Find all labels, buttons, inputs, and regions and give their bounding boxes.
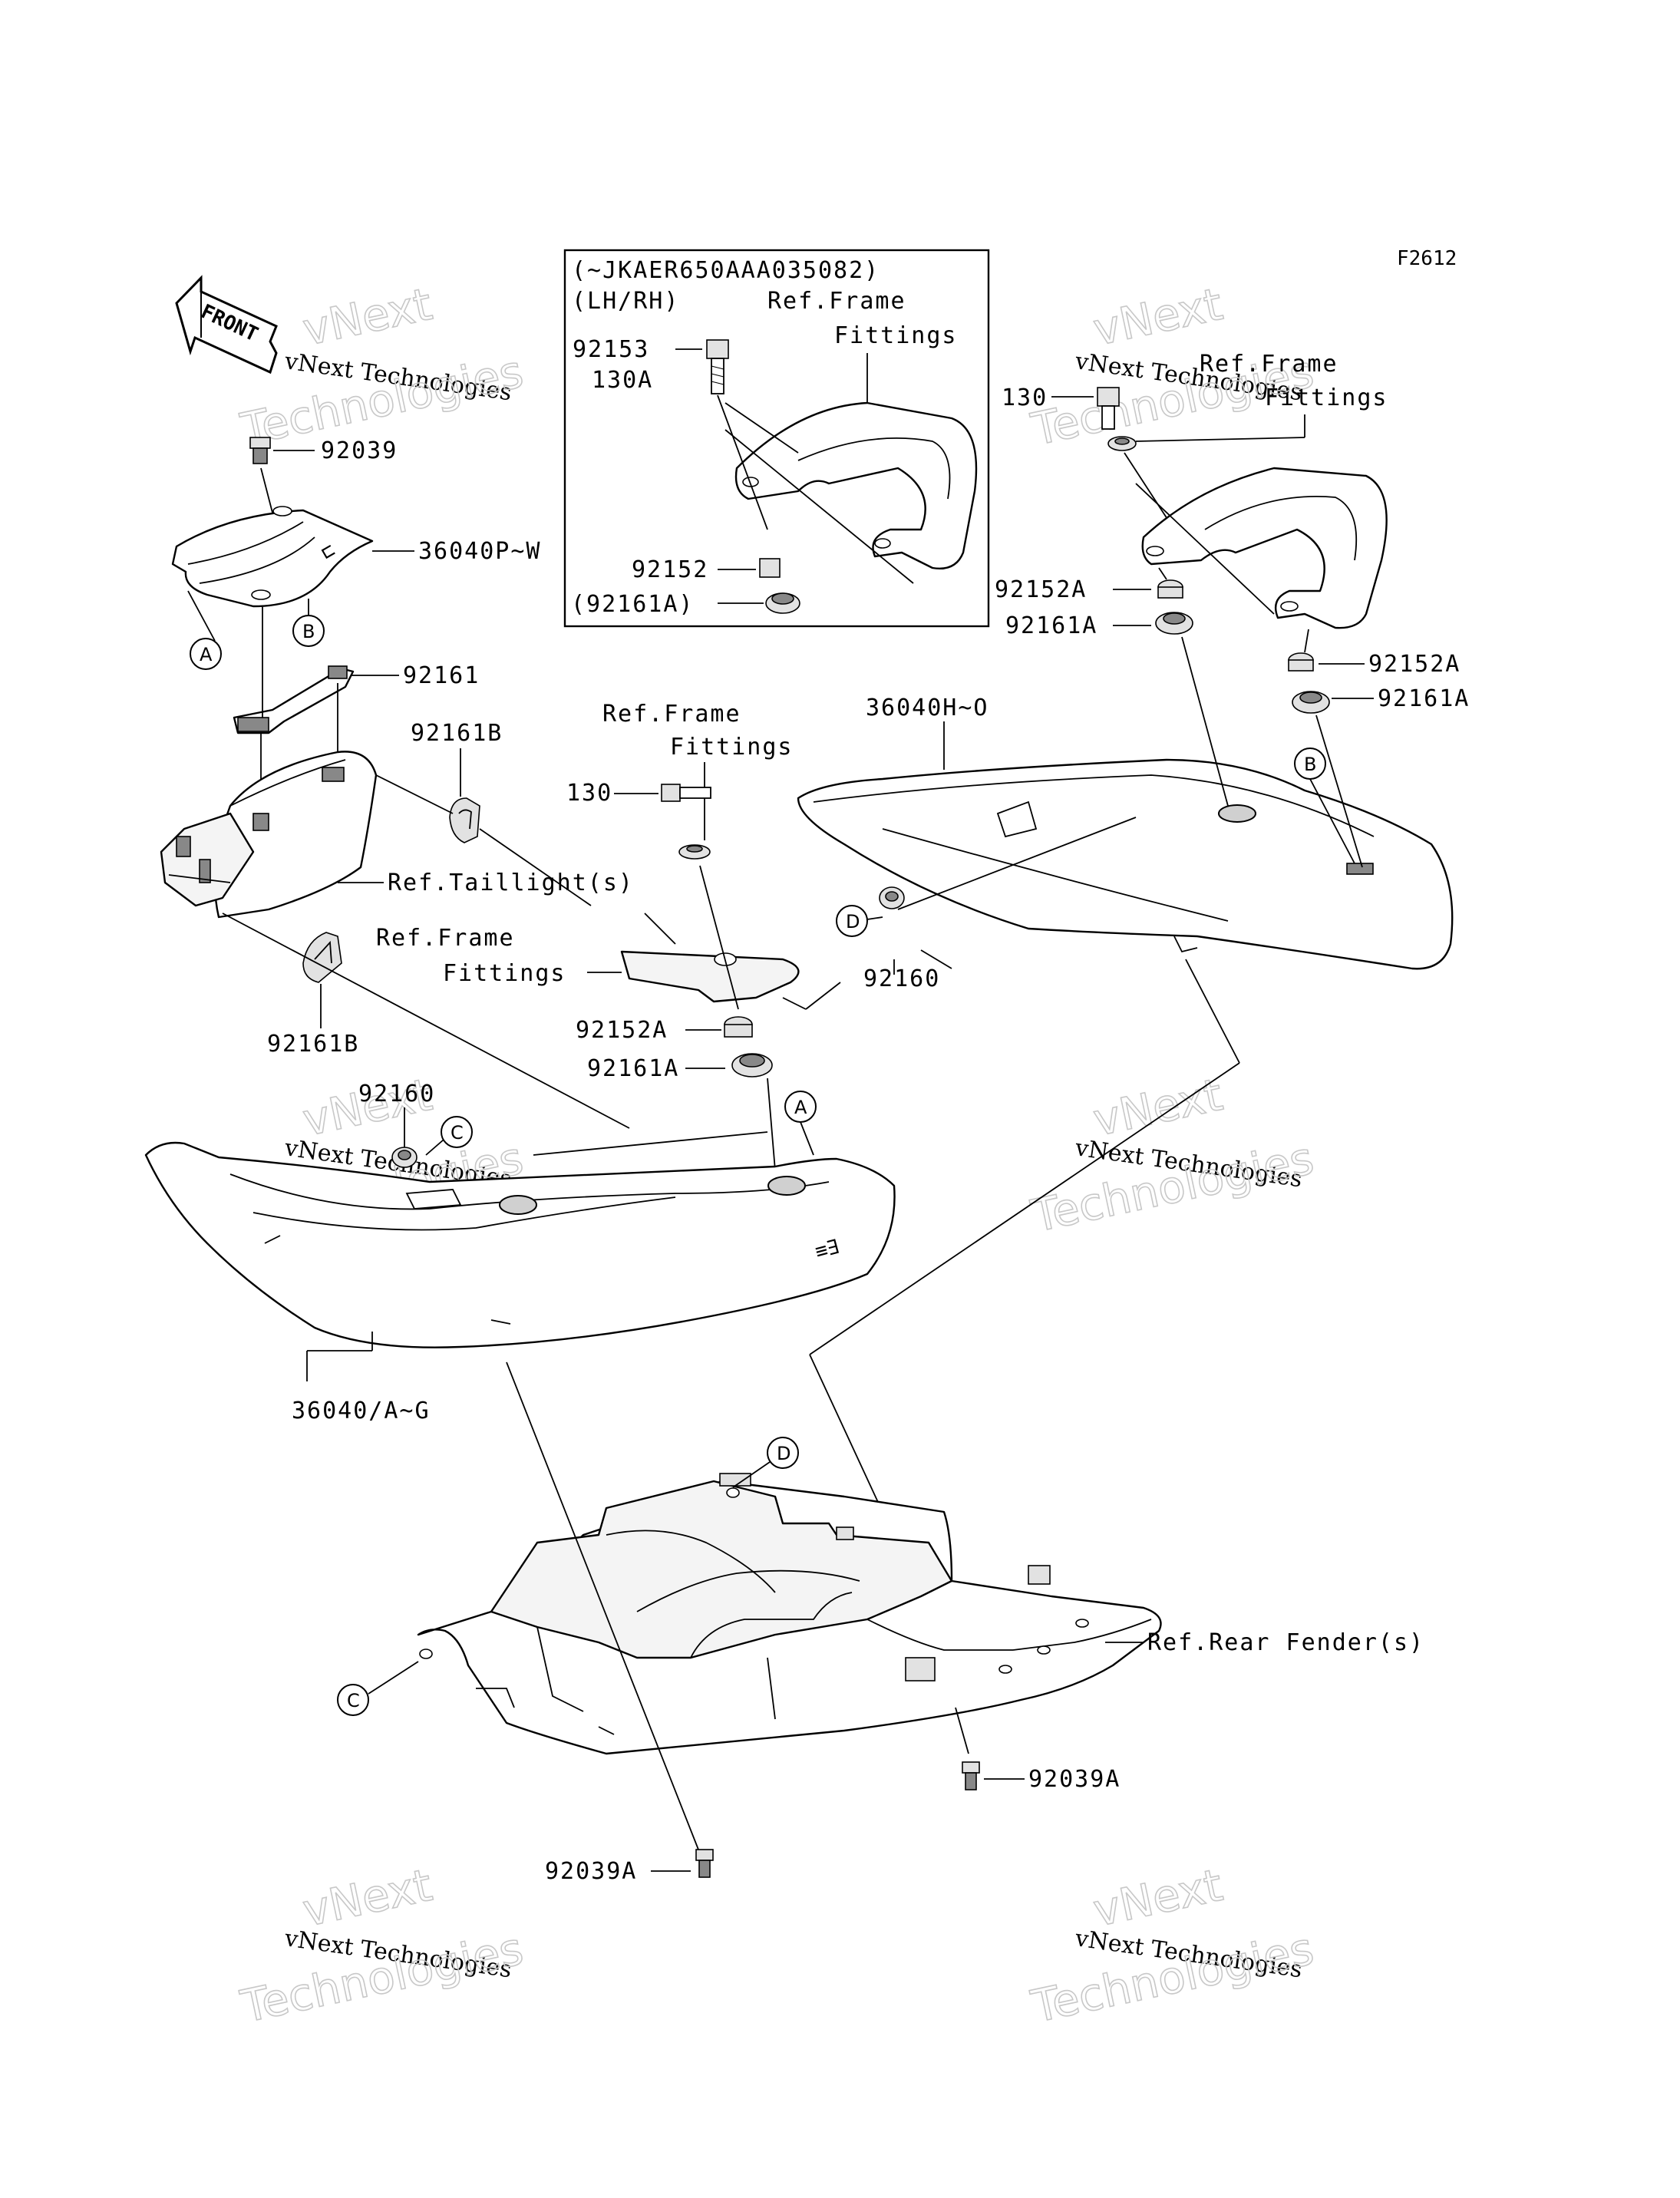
inset-bolt-icon <box>706 339 729 394</box>
svg-text:A: A <box>794 1097 807 1118</box>
svg-text:B: B <box>1304 754 1316 775</box>
collar-92152a-right-1-icon <box>1157 579 1183 599</box>
label-92152a-right-1: 92152A <box>995 576 1087 603</box>
collar-92152a-center-icon <box>724 1016 753 1038</box>
label-92161: 92161 <box>403 662 480 689</box>
taillight-housing <box>160 751 378 919</box>
inset-grommet-label: (92161A) <box>571 591 695 618</box>
callout-d-lower: D <box>767 1437 799 1469</box>
callout-b-right: B <box>1294 748 1326 780</box>
callout-b-left: B <box>292 615 325 647</box>
watermark-bottom-left: vNext vNext Technologies Technologies <box>236 1858 528 2034</box>
inset-collar-icon <box>759 558 781 578</box>
inset-ref-frame: Ref.Frame <box>767 288 906 315</box>
svg-text:B: B <box>302 621 315 642</box>
clip-92039-icon <box>249 437 271 464</box>
inset-collar-label: 92152 <box>632 556 708 583</box>
svg-text:D: D <box>777 1443 790 1464</box>
label-ref-frame-c-1: Ref.Frame <box>602 701 741 728</box>
inset-bolt-label-1: 92153 <box>573 336 649 363</box>
label-ref-frame-r-2: Fittings <box>1265 384 1388 411</box>
watermark-mid-right-vnext: vNext <box>1089 1068 1227 1147</box>
label-92039a-right: 92039A <box>1028 1766 1121 1793</box>
svg-text:D: D <box>846 911 860 932</box>
svg-text:C: C <box>451 1122 464 1144</box>
washer-center-icon <box>678 844 711 860</box>
bolt-130-center-icon <box>661 784 711 802</box>
label-ref-frame-r-1: Ref.Frame <box>1200 351 1338 378</box>
label-36040-a-g: 36040/A~G <box>292 1398 431 1424</box>
tail-cover-center: ⊏ <box>171 506 374 608</box>
watermark-top-left-vnext: vNext <box>299 278 437 356</box>
watermark-bottom-right-vnext: vNext <box>1089 1859 1227 1937</box>
svg-text:A: A <box>200 644 213 665</box>
callout-d-upper: D <box>836 905 868 937</box>
svg-text:C: C <box>347 1690 360 1711</box>
callout-a-left: A <box>190 638 222 670</box>
bolt-130-right-icon <box>1097 387 1120 430</box>
inset-grommet-icon <box>765 592 800 614</box>
watermark-mid-right: vNext vNext Technologies Technologies <box>1026 1068 1319 1243</box>
grommet-92161a-center-icon <box>731 1053 773 1078</box>
label-92161b-top: 92161B <box>411 720 503 747</box>
label-92161a-center: 92161A <box>587 1055 679 1082</box>
label-92161b-bottom: 92161B <box>267 1031 359 1058</box>
side-cover-left: ≡∃ <box>144 1141 896 1348</box>
callout-a-right: A <box>784 1091 817 1123</box>
callout-c-lower: C <box>337 1684 369 1716</box>
label-92152a-center: 92152A <box>576 1017 668 1044</box>
frame-fitting-right <box>1141 467 1388 629</box>
callout-c-upper: C <box>441 1116 473 1148</box>
label-ref-frame-mid-2: Fittings <box>443 960 566 987</box>
frame-fitting-center <box>620 950 800 1003</box>
inset-bolt-label-2: 130A <box>592 367 653 394</box>
grommet-92160-left-icon <box>391 1147 418 1168</box>
figure-code: F2612 <box>1397 247 1457 270</box>
watermark-bottom-right: vNext vNext Technologies Technologies <box>1026 1858 1319 2034</box>
label-130-center: 130 <box>566 780 612 807</box>
label-92039: 92039 <box>321 437 398 464</box>
inset-vin-range: (~JKAER650AAA035082) <box>572 257 880 284</box>
grommet-92161b-bottom <box>302 932 342 983</box>
grommet-92161b-top <box>449 797 480 843</box>
collar-92152a-right-2-icon <box>1288 652 1314 672</box>
label-ref-rear-fender: Ref.Rear Fender(s) <box>1147 1629 1424 1656</box>
label-92161a-right-1: 92161A <box>1005 612 1097 639</box>
inset-box: (~JKAER650AAA035082) (LH/RH) Ref.Frame F… <box>563 249 990 628</box>
label-92039a-left: 92039A <box>545 1858 637 1885</box>
grommet-92161a-right-2-icon <box>1292 691 1330 714</box>
label-ref-frame-c-2: Fittings <box>670 734 794 761</box>
label-36040h-o: 36040H~O <box>866 695 989 721</box>
front-arrow-icon: FRONT <box>175 275 278 375</box>
grommet-92160-top-icon <box>879 886 905 909</box>
grommet-92161a-right-1-icon <box>1155 612 1193 635</box>
inset-side: (LH/RH) <box>572 288 679 315</box>
rear-tray <box>417 1473 1162 1755</box>
label-ref-frame-mid-1: Ref.Frame <box>376 925 515 952</box>
label-92160-top: 92160 <box>863 965 940 992</box>
label-92152a-right-2: 92152A <box>1368 651 1461 678</box>
label-92160-left: 92160 <box>358 1081 435 1107</box>
washer-right-icon <box>1107 436 1137 451</box>
clip-92039a-right-icon <box>962 1761 980 1790</box>
watermark-top-right-vnext: vNext <box>1089 278 1227 356</box>
side-cover-right <box>797 758 1454 970</box>
clip-92039a-left-icon <box>695 1849 714 1878</box>
label-92161a-right-2: 92161A <box>1378 685 1470 712</box>
inset-ref-fittings: Fittings <box>834 322 958 349</box>
strap-92161 <box>233 665 355 734</box>
label-36040p-w: 36040P~W <box>418 538 542 565</box>
label-ref-taillight: Ref.Taillight(s) <box>388 870 634 896</box>
watermark-bottom-left-vnext: vNext <box>299 1859 437 1937</box>
inset-frame-fitting <box>734 401 978 569</box>
label-130-right: 130 <box>1002 384 1048 411</box>
watermark-top-left: vNext vNext Technologies Technologies <box>236 277 528 457</box>
